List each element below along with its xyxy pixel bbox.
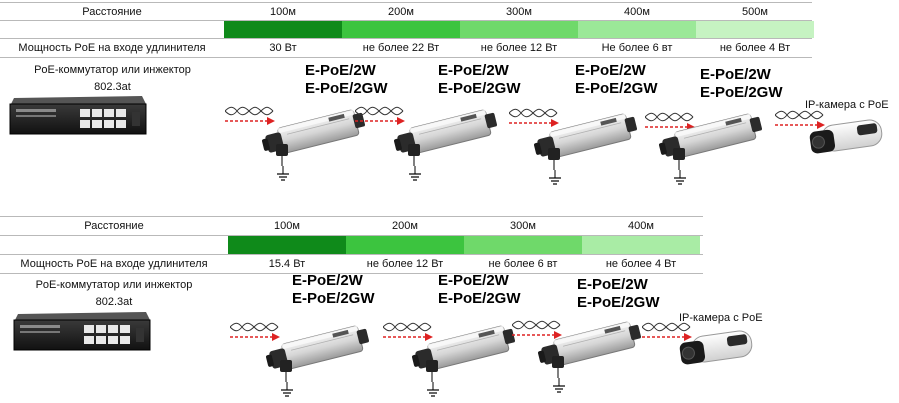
- camera-label: IP-камера с PoE: [805, 99, 889, 111]
- poe-extender-icon: [258, 100, 368, 170]
- source-label: PoE-коммутатор или инжектор 802.3at: [0, 62, 225, 96]
- poe-extender-icon: [390, 100, 500, 170]
- poe-switch-icon: [12, 306, 152, 354]
- power-value: 15.4 Вт: [268, 258, 306, 270]
- distance-color-bar: [582, 236, 700, 254]
- power-value: не более 4 Вт: [719, 41, 791, 54]
- ip-camera-icon: [678, 326, 758, 370]
- source-label-line2: 802.3at: [95, 296, 133, 308]
- distance-segment: 300м: [506, 5, 532, 18]
- distance-segment: 500м: [742, 5, 768, 18]
- power-value: 30 Вт: [269, 41, 297, 54]
- ground-icon: [426, 382, 440, 398]
- power-value: не более 6 вт: [488, 258, 558, 270]
- poe-extender-icon: [408, 316, 518, 386]
- ground-icon: [280, 382, 294, 398]
- distance-segment: 400м: [624, 5, 650, 18]
- distance-segment: 200м: [388, 5, 414, 18]
- ground-icon: [673, 170, 687, 186]
- table-line: [0, 38, 812, 39]
- poe-extender-icon: [262, 316, 372, 386]
- distance-segment: 200м: [392, 220, 418, 232]
- poe-extender-icon: [534, 312, 644, 382]
- distance-segment: 100м: [274, 220, 300, 232]
- source-label-line1: PoE-коммутатор или инжектор: [35, 279, 193, 291]
- ground-icon: [552, 378, 566, 394]
- distance-color-bar: [346, 236, 464, 254]
- power-value: Не более 6 вт: [601, 41, 673, 54]
- source-label: PoE-коммутатор или инжектор 802.3at: [0, 277, 228, 311]
- poe-switch-icon: [8, 90, 148, 138]
- table-line: [0, 273, 703, 274]
- table-line: [0, 235, 703, 236]
- distance-color-bar: [224, 21, 342, 38]
- camera-label: IP-камера с PoE: [679, 312, 763, 324]
- distance-color-bar: [464, 236, 582, 254]
- table-line: [0, 216, 703, 217]
- distance-color-bar: [460, 21, 578, 38]
- source-label-line1: PoE-коммутатор или инжектор: [34, 64, 191, 76]
- distance-color-bar: [696, 21, 814, 38]
- table-line: [0, 20, 812, 21]
- distance-color-bar: [578, 21, 696, 38]
- table-line: [0, 2, 812, 3]
- table-line: [0, 254, 703, 255]
- distance-color-bar: [342, 21, 460, 38]
- distance-segment: 100м: [270, 5, 296, 18]
- power-label: Мощность PoE на входе удлинителя: [0, 39, 224, 57]
- poe-extender-icon: [530, 104, 640, 174]
- distance-label: Расстояние: [0, 217, 228, 235]
- source-label-line2: 802.3at: [94, 81, 131, 93]
- ground-icon: [408, 166, 422, 182]
- ip-camera-icon: [808, 115, 888, 159]
- distance-segment: 400м: [628, 220, 654, 232]
- power-value: не более 12 Вт: [366, 258, 444, 270]
- ground-icon: [548, 170, 562, 186]
- distance-color-bar: [228, 236, 346, 254]
- distance-segment: 300м: [510, 220, 536, 232]
- power-value: не более 22 Вт: [362, 41, 440, 54]
- power-value: не более 12 Вт: [480, 41, 558, 54]
- power-label: Мощность PoE на входе удлинителя: [0, 255, 228, 273]
- ground-icon: [276, 166, 290, 182]
- distance-label: Расстояние: [0, 3, 224, 20]
- power-value: не более 4 Вт: [605, 258, 677, 270]
- table-line: [0, 57, 812, 58]
- poe-extender-icon: [655, 104, 765, 174]
